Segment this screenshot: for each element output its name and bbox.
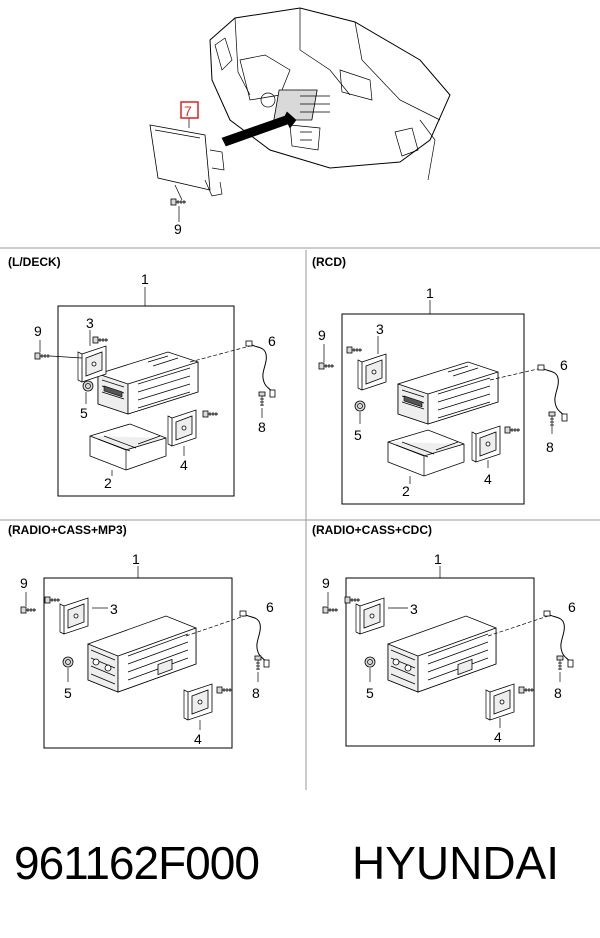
- callout-1: 1: [426, 285, 434, 301]
- panel-radio-cass-mp3: (RADIO+CASS+MP3) 1 3 9 5 4 6 8: [8, 523, 274, 749]
- panel-title: (L/DECK): [8, 255, 61, 269]
- callout-9: 9: [318, 327, 326, 343]
- panel-title: (RADIO+CASS+MP3): [8, 523, 127, 537]
- callout-4: 4: [180, 457, 188, 473]
- panel-l-deck: (L/DECK) 1 3 9 5 4 2 6 8: [8, 255, 276, 497]
- callout-8: 8: [258, 419, 266, 435]
- highlighted-part-box: [180, 101, 199, 119]
- callout-6: 6: [266, 599, 274, 615]
- callout-6: 6: [568, 599, 576, 615]
- callout-3: 3: [376, 321, 384, 337]
- callout-6: 6: [268, 333, 276, 349]
- part-number: 961162F000: [14, 837, 260, 889]
- callout-3: 3: [410, 601, 418, 617]
- callout-1: 1: [434, 551, 442, 567]
- callout-1: 1: [141, 271, 149, 287]
- callout-3: 3: [110, 601, 118, 617]
- panel-title: (RCD): [312, 255, 346, 269]
- callout-4: 4: [494, 729, 502, 745]
- callout-2: 2: [104, 475, 112, 491]
- panel-radio-cass-cdc: (RADIO+CASS+CDC) 1 3 9 5 4 6 8: [312, 523, 576, 747]
- callout-9: 9: [174, 221, 182, 237]
- callout-4: 4: [194, 731, 202, 747]
- callout-5: 5: [354, 427, 362, 443]
- assembly-frame: [57, 305, 235, 497]
- callout-4: 4: [484, 471, 492, 487]
- callout-9: 9: [34, 323, 42, 339]
- callout-5: 5: [80, 405, 88, 421]
- brand-name: HYUNDAI: [352, 837, 560, 889]
- dashboard-overview: 7 9: [149, 7, 451, 237]
- assembly-frame: [341, 313, 525, 505]
- callout-1: 1: [132, 551, 140, 567]
- panel-title: (RADIO+CASS+CDC): [312, 523, 432, 537]
- callout-6: 6: [560, 357, 568, 373]
- callout-2: 2: [402, 483, 410, 499]
- callout-5: 5: [366, 685, 374, 701]
- panel-rcd: (RCD) 1 3 9 5 4 2 6 8: [312, 255, 568, 505]
- callout-7: 7: [184, 103, 192, 119]
- callout-9: 9: [20, 575, 28, 591]
- callout-5: 5: [64, 685, 72, 701]
- callout-8: 8: [554, 685, 562, 701]
- callout-8: 8: [546, 439, 554, 455]
- callout-3: 3: [86, 315, 94, 331]
- callout-9: 9: [322, 575, 330, 591]
- callout-8: 8: [252, 685, 260, 701]
